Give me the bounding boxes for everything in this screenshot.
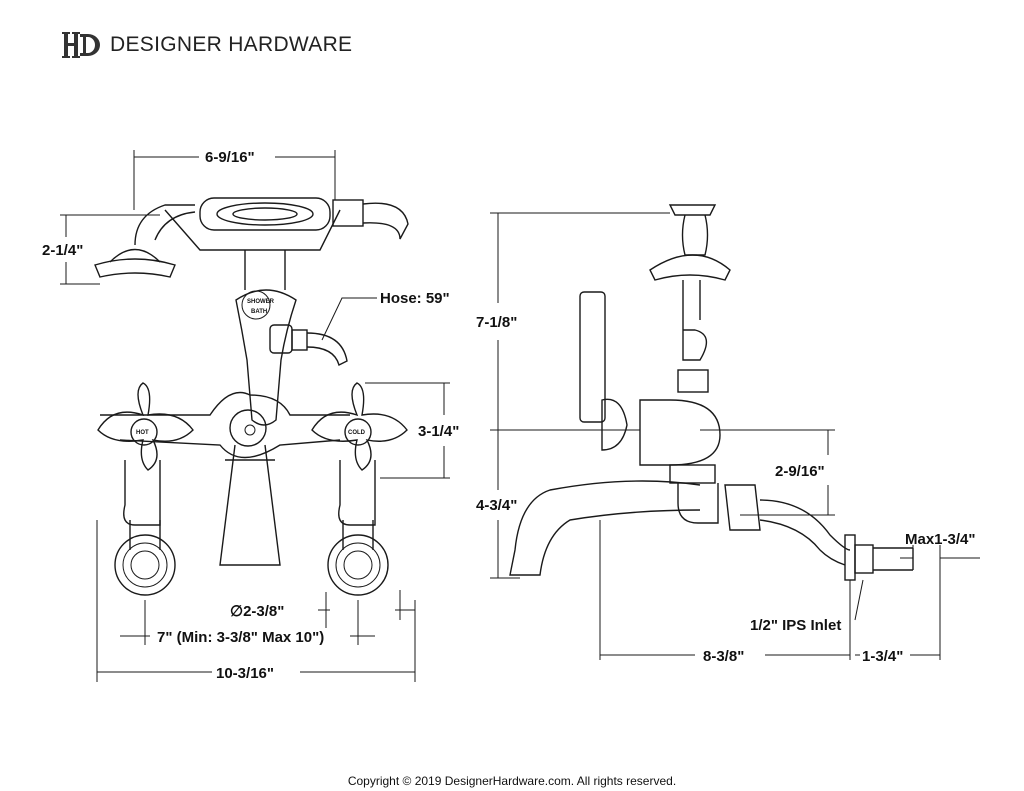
side-view-dimensions: 7-1/8" 4-3/4" 2-9/16" Max1-3/4" 1/2" IPS…	[476, 212, 980, 665]
dim-inlet-length: 1-3/4"	[862, 648, 903, 665]
dim-spout-drop: 2-9/16"	[775, 463, 825, 480]
dim-max-wall: Max1-3/4"	[905, 531, 975, 548]
dim-escutcheon: ∅2-3/8"	[230, 603, 284, 620]
dim-lower-height: 4-3/4"	[476, 497, 517, 514]
dim-handset-height: 2-1/4"	[42, 242, 83, 259]
dim-projection: 8-3/8"	[703, 648, 744, 665]
dim-total-height: 7-1/8"	[476, 314, 517, 331]
cold-label: COLD	[348, 430, 366, 436]
dim-centers: 7" (Min: 3-3/8" Max 10")	[157, 629, 324, 646]
inlet-label: 1/2" IPS Inlet	[750, 617, 841, 634]
front-view-faucet: SHOWER BATH HOT C	[94, 197, 409, 596]
hot-label: HOT	[136, 430, 149, 436]
dim-overall-width: 10-3/16"	[216, 665, 274, 682]
bath-label: BATH	[251, 309, 267, 315]
dim-height: 3-1/4"	[418, 423, 459, 440]
front-view-dimensions: 6-9/16" 2-1/4" Hose: 59" 3-1/4" ∅2-3/8" …	[42, 149, 459, 682]
brand-logo-icon	[62, 32, 100, 58]
shower-label: SHOWER	[247, 299, 275, 305]
hot-handle: HOT	[97, 382, 194, 596]
brand-name: DESIGNER HARDWARE	[110, 33, 353, 56]
dim-handset-width: 6-9/16"	[205, 149, 255, 166]
hose-length-label: Hose: 59"	[380, 290, 450, 307]
copyright-notice: Copyright © 2019 DesignerHardware.com. A…	[347, 774, 677, 788]
brand-header: DESIGNER HARDWARE	[62, 28, 352, 62]
cold-handle: COLD	[311, 382, 408, 596]
side-view-faucet	[509, 204, 914, 581]
